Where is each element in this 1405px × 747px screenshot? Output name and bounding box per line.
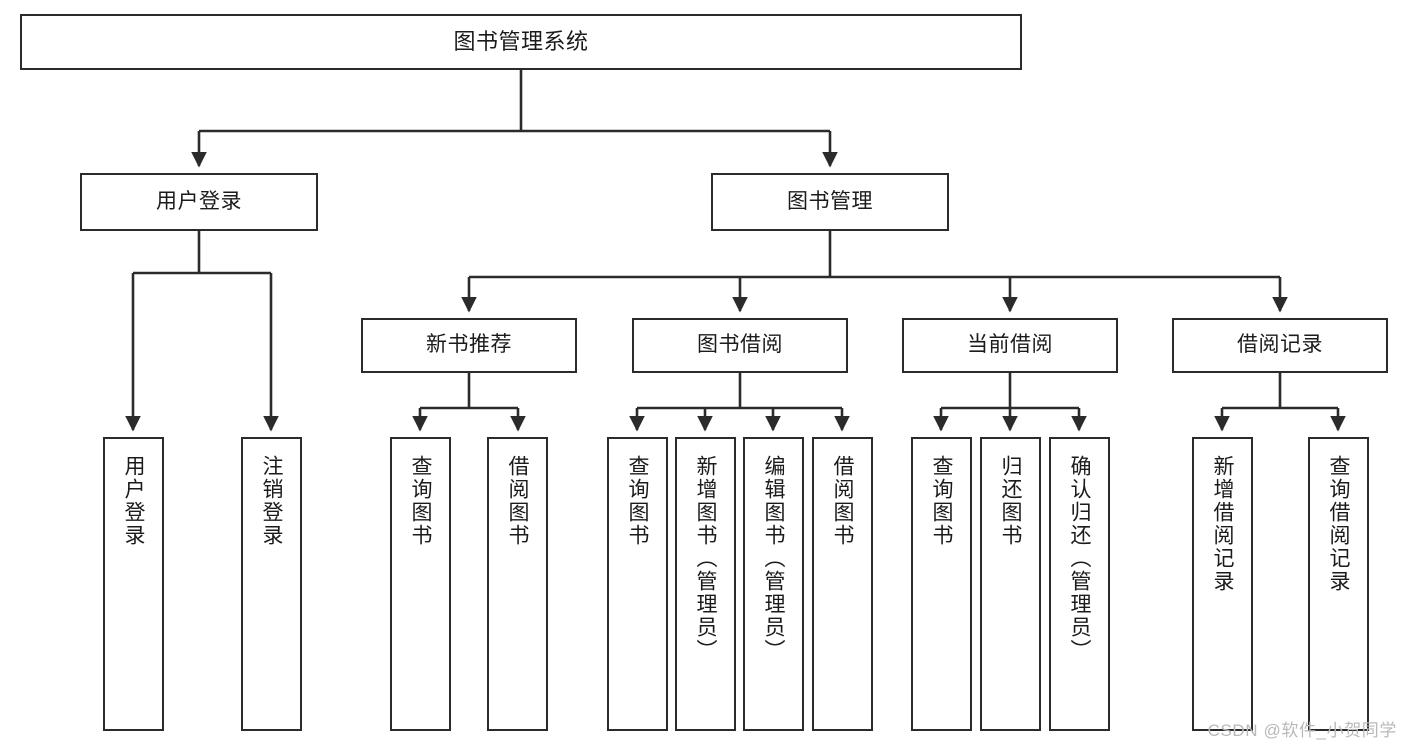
node-leaf-query-borrow-record[interactable]: 查询借阅记录	[1308, 437, 1369, 731]
node-label: 图书借阅	[697, 333, 783, 357]
node-label: 注销登录	[260, 455, 284, 547]
node-leaf-query-book-current[interactable]: 查询图书	[911, 437, 972, 731]
node-borrow-records[interactable]: 借阅记录	[1172, 318, 1388, 373]
node-label: 用户登录	[122, 455, 146, 547]
node-book-borrow[interactable]: 图书借阅	[632, 318, 848, 373]
node-leaf-confirm-return-admin[interactable]: 确认归还（管理员）	[1049, 437, 1110, 731]
node-leaf-edit-book-admin[interactable]: 编辑图书（管理员）	[743, 437, 804, 731]
node-label: 归还图书	[999, 455, 1023, 547]
node-current-borrow[interactable]: 当前借阅	[902, 318, 1118, 373]
node-label: 新增图书（管理员）	[694, 455, 718, 662]
node-label: 编辑图书（管理员）	[762, 455, 786, 662]
node-leaf-borrow-book-recommend[interactable]: 借阅图书	[487, 437, 548, 731]
node-label: 查询图书	[409, 455, 433, 547]
node-label: 用户登录	[156, 189, 242, 213]
node-leaf-add-borrow-record[interactable]: 新增借阅记录	[1192, 437, 1253, 731]
node-book-management[interactable]: 图书管理	[711, 173, 949, 231]
node-label: 确认归还（管理员）	[1068, 455, 1092, 662]
node-label: 借阅图书	[506, 455, 530, 547]
node-label: 查询借阅记录	[1327, 455, 1351, 593]
node-label: 借阅记录	[1237, 333, 1323, 357]
node-leaf-query-book-borrow[interactable]: 查询图书	[607, 437, 668, 731]
node-new-book-recommend[interactable]: 新书推荐	[361, 318, 577, 373]
node-leaf-borrow-book[interactable]: 借阅图书	[812, 437, 873, 731]
node-leaf-query-book-recommend[interactable]: 查询图书	[390, 437, 451, 731]
node-label: 查询图书	[930, 455, 954, 547]
watermark-text: CSDN @软件_小贺同学	[1207, 721, 1397, 740]
node-label: 新增借阅记录	[1211, 455, 1235, 593]
node-label: 查询图书	[626, 455, 650, 547]
node-user-login[interactable]: 用户登录	[80, 173, 318, 231]
node-label: 当前借阅	[967, 333, 1053, 357]
node-root-book-management-system[interactable]: 图书管理系统	[20, 14, 1022, 70]
node-label: 图书管理系统	[453, 29, 589, 55]
node-leaf-logout[interactable]: 注销登录	[241, 437, 302, 731]
node-leaf-add-book-admin[interactable]: 新增图书（管理员）	[675, 437, 736, 731]
node-label: 借阅图书	[831, 455, 855, 547]
node-label: 新书推荐	[426, 333, 512, 357]
node-label: 图书管理	[787, 189, 873, 213]
node-leaf-return-book[interactable]: 归还图书	[980, 437, 1041, 731]
node-leaf-user-login[interactable]: 用户登录	[103, 437, 164, 731]
